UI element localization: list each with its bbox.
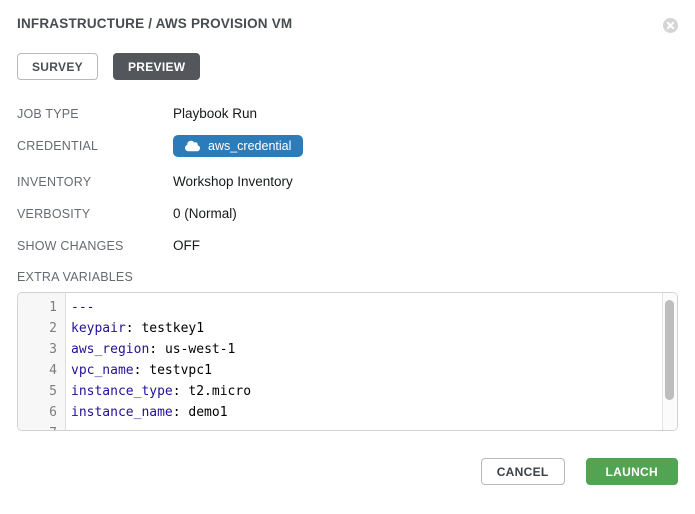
code-line: 7 [18, 423, 662, 430]
extra-variables-label: EXTRA VARIABLES [17, 270, 134, 284]
tab-survey[interactable]: SURVEY [17, 53, 98, 80]
editor-scrollbar-track[interactable] [662, 293, 677, 430]
yaml-key: instance_name [71, 405, 173, 420]
modal-header: INFRASTRUCTURE / AWS PROVISION VM [17, 16, 678, 33]
line-number: 5 [49, 384, 57, 399]
detail-row-job-type: JOB TYPE Playbook Run [17, 106, 678, 121]
code-line: 5 instance_type: t2.micro [18, 381, 662, 402]
editor-line-number-gutter [18, 293, 66, 430]
line-number: 6 [49, 405, 57, 420]
cancel-button[interactable]: CANCEL [480, 458, 565, 485]
code-line: 4 vpc_name: testvpc1 [18, 360, 662, 381]
yaml-value: t2.micro [188, 384, 252, 399]
job-type-label: JOB TYPE [17, 107, 79, 121]
code-line: 6 instance_name: demo1 [18, 402, 662, 423]
detail-row-verbosity: VERBOSITY 0 (Normal) [17, 206, 678, 221]
verbosity-value: 0 (Normal) [173, 206, 237, 221]
tab-preview[interactable]: PREVIEW [112, 53, 201, 80]
line-number: 4 [49, 363, 57, 378]
line-number: 1 [49, 300, 57, 315]
detail-row-credential: CREDENTIAL aws_credential [17, 135, 678, 157]
yaml-value: testkey1 [141, 321, 205, 336]
editor-scrollbar-thumb[interactable] [665, 300, 674, 400]
page-title: INFRASTRUCTURE / AWS PROVISION VM [17, 16, 293, 31]
job-type-value: Playbook Run [173, 106, 258, 121]
yaml-key: vpc_name [71, 363, 134, 378]
credential-badge[interactable]: aws_credential [173, 135, 304, 157]
yaml-key: keypair [71, 321, 126, 336]
tab-bar: SURVEY PREVIEW [17, 53, 678, 80]
extra-variables-editor[interactable]: 1 --- 2 keypair: testkey1 3 aws_region: … [17, 292, 678, 431]
yaml-doc-start: --- [71, 300, 95, 315]
editor-code-area[interactable]: 1 --- 2 keypair: testkey1 3 aws_region: … [18, 297, 662, 430]
line-number: 3 [49, 342, 57, 357]
launch-button[interactable]: LAUNCH [585, 458, 678, 485]
yaml-key: aws_region [71, 342, 150, 357]
detail-row-inventory: INVENTORY Workshop Inventory [17, 174, 678, 189]
line-number: 7 [18, 423, 66, 430]
cloud-icon [185, 140, 200, 152]
yaml-value: demo1 [188, 405, 228, 420]
detail-row-show-changes: SHOW CHANGES OFF [17, 238, 678, 253]
details-list: JOB TYPE Playbook Run CREDENTIAL aws_cre… [17, 106, 678, 253]
close-icon[interactable] [663, 18, 678, 33]
yaml-key: instance_type [71, 384, 173, 399]
yaml-value: testvpc1 [149, 363, 212, 378]
show-changes-label: SHOW CHANGES [17, 239, 124, 253]
inventory-label: INVENTORY [17, 175, 92, 189]
credential-label: CREDENTIAL [17, 139, 99, 153]
verbosity-label: VERBOSITY [17, 207, 91, 221]
line-number: 2 [49, 321, 57, 336]
yaml-value: us-west-1 [164, 342, 236, 357]
code-line: 3 aws_region: us-west-1 [18, 339, 662, 360]
show-changes-value: OFF [173, 238, 200, 253]
inventory-value: Workshop Inventory [173, 174, 293, 189]
modal-footer: CANCEL LAUNCH [17, 458, 678, 485]
code-line: 1 --- [18, 297, 662, 318]
code-line: 2 keypair: testkey1 [18, 318, 662, 339]
credential-badge-label: aws_credential [208, 139, 292, 153]
